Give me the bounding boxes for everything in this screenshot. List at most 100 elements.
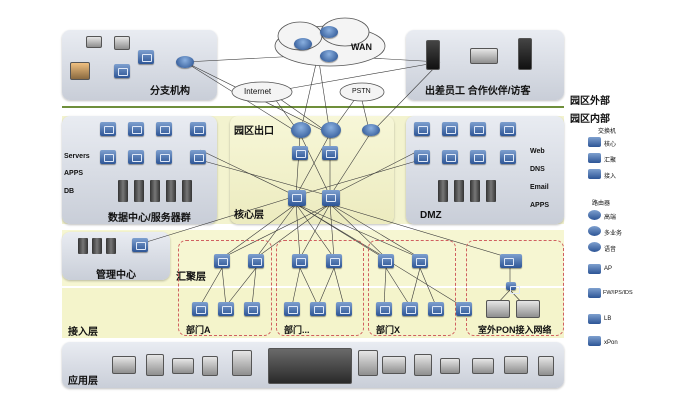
access-a2	[218, 302, 234, 316]
traveler-icon	[426, 40, 440, 70]
dc-label-db: DB	[64, 188, 75, 195]
dept-mid-box	[276, 240, 364, 336]
access-m2	[310, 302, 326, 316]
inside-label: 园区内部	[570, 114, 610, 125]
access-x1	[376, 302, 392, 316]
pon-onu-1	[486, 300, 510, 318]
exit-router-2	[321, 122, 341, 138]
ap-icon-1	[232, 350, 252, 376]
wan-cloud	[274, 17, 386, 67]
dmz-server-4	[486, 180, 496, 202]
travel-label: 出差员工 合作伙伴/访客	[425, 86, 531, 97]
dmz-server-3	[470, 180, 480, 202]
legend-xpon: xPon	[604, 340, 618, 346]
legend-highend: 高端	[604, 215, 617, 221]
app-label: 应用层	[68, 376, 98, 387]
agg-switch-x2	[412, 254, 428, 268]
dc-server-1	[118, 180, 128, 202]
pstn-label: PSTN	[352, 88, 371, 95]
partner-laptop-icon	[470, 48, 498, 64]
dc-switch-6	[128, 150, 144, 164]
pc-icon-2	[414, 354, 432, 376]
dept-a-box	[178, 240, 272, 336]
core-switch-2	[322, 190, 340, 206]
legend-access-switch-icon	[588, 169, 601, 179]
agg-switch-x1	[378, 254, 394, 268]
wan-label: WAN	[351, 42, 372, 52]
internet-cloud	[231, 81, 293, 103]
pon-box	[466, 240, 564, 336]
dmz-server-2	[454, 180, 464, 202]
legend-agg: 汇聚	[604, 158, 617, 164]
datacenter-label: 数据中心/服务器群	[108, 213, 191, 224]
wan-router-3	[320, 50, 338, 62]
access-x3	[428, 302, 444, 316]
outside-divider	[62, 106, 564, 108]
video-conference-icon	[268, 348, 352, 384]
branch-users-icon	[70, 62, 90, 80]
legend-highend-router-icon	[588, 210, 601, 220]
branch-phone-icon	[86, 36, 102, 48]
agg-label: 汇聚层	[176, 272, 206, 283]
dept-x-label: 部门X	[376, 325, 401, 335]
legend-ap: AP	[604, 266, 613, 272]
dmz-switch-8	[500, 150, 516, 164]
legend-lb-icon	[588, 314, 601, 324]
dmz-switch-2	[442, 122, 458, 136]
branch-pc-icon	[114, 36, 130, 50]
agg-switch-m2	[326, 254, 342, 268]
laptop-icon-1	[112, 356, 136, 374]
branch-switch-2	[114, 64, 130, 78]
dc-server-5	[182, 180, 192, 202]
pon-splitter	[506, 282, 520, 294]
mgmt-server-1	[78, 238, 88, 254]
exit-router-1	[291, 122, 311, 138]
dc-switch-8	[190, 150, 206, 164]
pon-label: 室外PON接入网络	[478, 325, 552, 335]
access-m1	[284, 302, 300, 316]
legend-voice-router-icon	[588, 242, 601, 252]
dmz-switch-6	[442, 150, 458, 164]
mgmt-label: 管理中心	[96, 270, 136, 281]
wan-router-2	[320, 26, 338, 38]
agg-switch-m1	[292, 254, 308, 268]
visitor-icon	[518, 38, 532, 70]
core-label: 核心层	[234, 210, 264, 221]
dmz-switch-3	[470, 122, 486, 136]
agg-switch-a1	[214, 254, 230, 268]
access-m3	[336, 302, 352, 316]
exit-label: 园区出口	[234, 126, 274, 137]
dc-label-servers: Servers	[64, 153, 90, 160]
legend-fw: FW/IPS/IDS	[603, 290, 633, 296]
pstn-cloud	[339, 82, 385, 102]
dmz-label: DMZ	[420, 210, 442, 221]
legend-xpon-icon	[588, 336, 601, 346]
dmz-switch-1	[414, 122, 430, 136]
dc-label-apps: APPS	[64, 170, 84, 177]
dc-server-3	[150, 180, 160, 202]
dmz-label-apps: APPS	[530, 202, 550, 209]
legend-fw-icon	[588, 288, 601, 298]
dmz-switch-7	[470, 150, 486, 164]
camera-icon-2	[538, 356, 554, 376]
branch-switch	[138, 50, 154, 64]
exit-firewall-1	[292, 146, 308, 160]
legend-multiservice: 多业务	[604, 231, 623, 237]
dmz-switch-5	[414, 150, 430, 164]
dmz-label-web: Web	[530, 148, 545, 155]
access-a1	[192, 302, 208, 316]
camera-icon-1	[202, 356, 218, 376]
mgmt-server-3	[106, 238, 116, 254]
dc-switch-7	[156, 150, 172, 164]
access-fw	[456, 302, 472, 316]
branch-label: 分支机构	[150, 86, 190, 97]
pon-onu-2	[516, 300, 540, 318]
access-a3	[244, 302, 260, 316]
dept-mid-label: 部门...	[284, 325, 310, 335]
ap-icon-2	[358, 350, 378, 376]
mgmt-server-2	[92, 238, 102, 254]
legend-multiservice-router-icon	[588, 226, 601, 236]
dc-switch-3	[156, 122, 172, 136]
exit-router-3	[362, 124, 380, 136]
agg-switch-a2	[248, 254, 264, 268]
